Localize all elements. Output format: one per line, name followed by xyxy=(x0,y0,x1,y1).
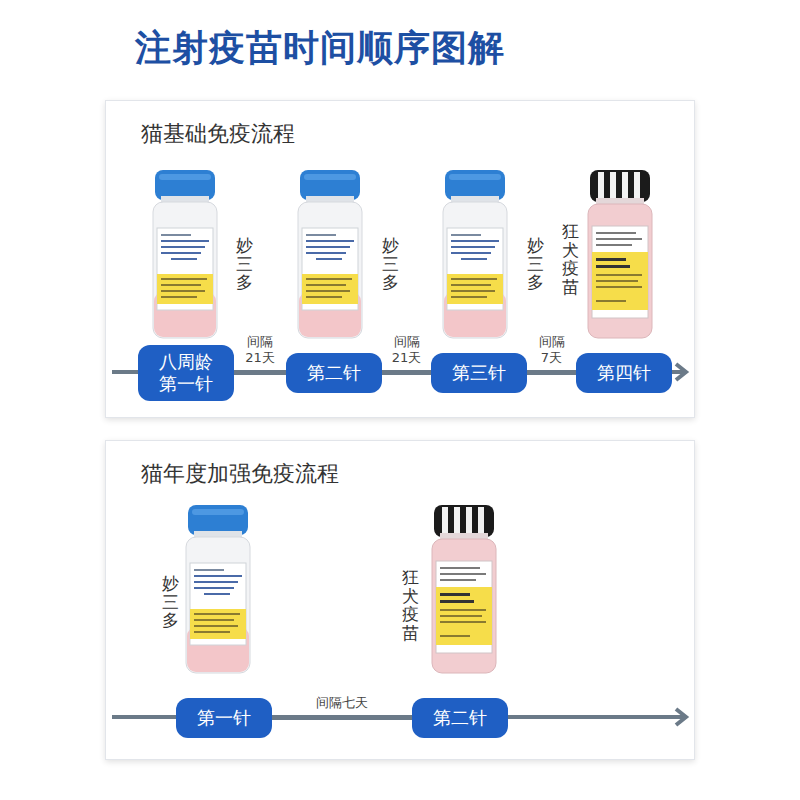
diagram-title: 注射疫苗时间顺序图解 xyxy=(135,24,505,73)
step-pill: 第一针 xyxy=(176,698,272,738)
vaccine-name: 妙三多 xyxy=(527,236,544,292)
step-label: 第二针 xyxy=(433,707,487,729)
vaccine-vial xyxy=(186,505,250,673)
step-pill: 第二针 xyxy=(412,698,508,738)
interval-label: 间隔七天 xyxy=(314,695,370,711)
vaccine-name: 狂犬疫苗 xyxy=(402,568,419,643)
timeline-arrowhead xyxy=(676,709,686,725)
panel-heading: 猫年度加强免疫流程 xyxy=(141,459,694,489)
step-label: 第三针 xyxy=(452,362,506,384)
vaccine-name: 妙三多 xyxy=(236,236,253,292)
step-pill: 八周龄 第一针 xyxy=(138,345,234,400)
vaccine-vial xyxy=(443,170,507,338)
step-pill: 第四针 xyxy=(576,353,672,393)
panel-heading: 猫基础免疫流程 xyxy=(141,119,694,149)
step-label: 八周龄 第一针 xyxy=(156,351,216,394)
step-pill: 第三针 xyxy=(431,353,527,393)
step-label: 第一针 xyxy=(197,707,251,729)
interval-connector xyxy=(527,371,576,375)
step-label: 第四针 xyxy=(597,362,651,384)
step-label: 第二针 xyxy=(307,362,361,384)
interval-connector xyxy=(272,716,412,720)
timeline-arrowhead xyxy=(676,364,686,380)
interval-label: 间隔 21天 xyxy=(389,334,425,367)
vaccine-name: 妙三多 xyxy=(162,574,179,630)
vaccine-vial xyxy=(298,170,362,338)
interval-label: 间隔 7天 xyxy=(534,334,570,367)
vaccine-name: 妙三多 xyxy=(382,236,399,292)
interval-connector xyxy=(234,371,286,375)
vaccine-name: 狂犬疫苗 xyxy=(562,222,579,297)
step-pill: 第二针 xyxy=(286,353,382,393)
interval-label: 间隔 21天 xyxy=(242,334,278,367)
flow-panel: 猫基础免疫流程八周龄 第一针 第二针 第三针 第四针 xyxy=(105,100,695,418)
flow-panel: 猫年度加强免疫流程第一针 第二针 xyxy=(105,440,695,760)
vaccine-vial xyxy=(153,170,217,338)
interval-connector xyxy=(382,371,431,375)
vaccine-vial xyxy=(432,505,496,673)
vaccine-vial xyxy=(588,170,652,338)
